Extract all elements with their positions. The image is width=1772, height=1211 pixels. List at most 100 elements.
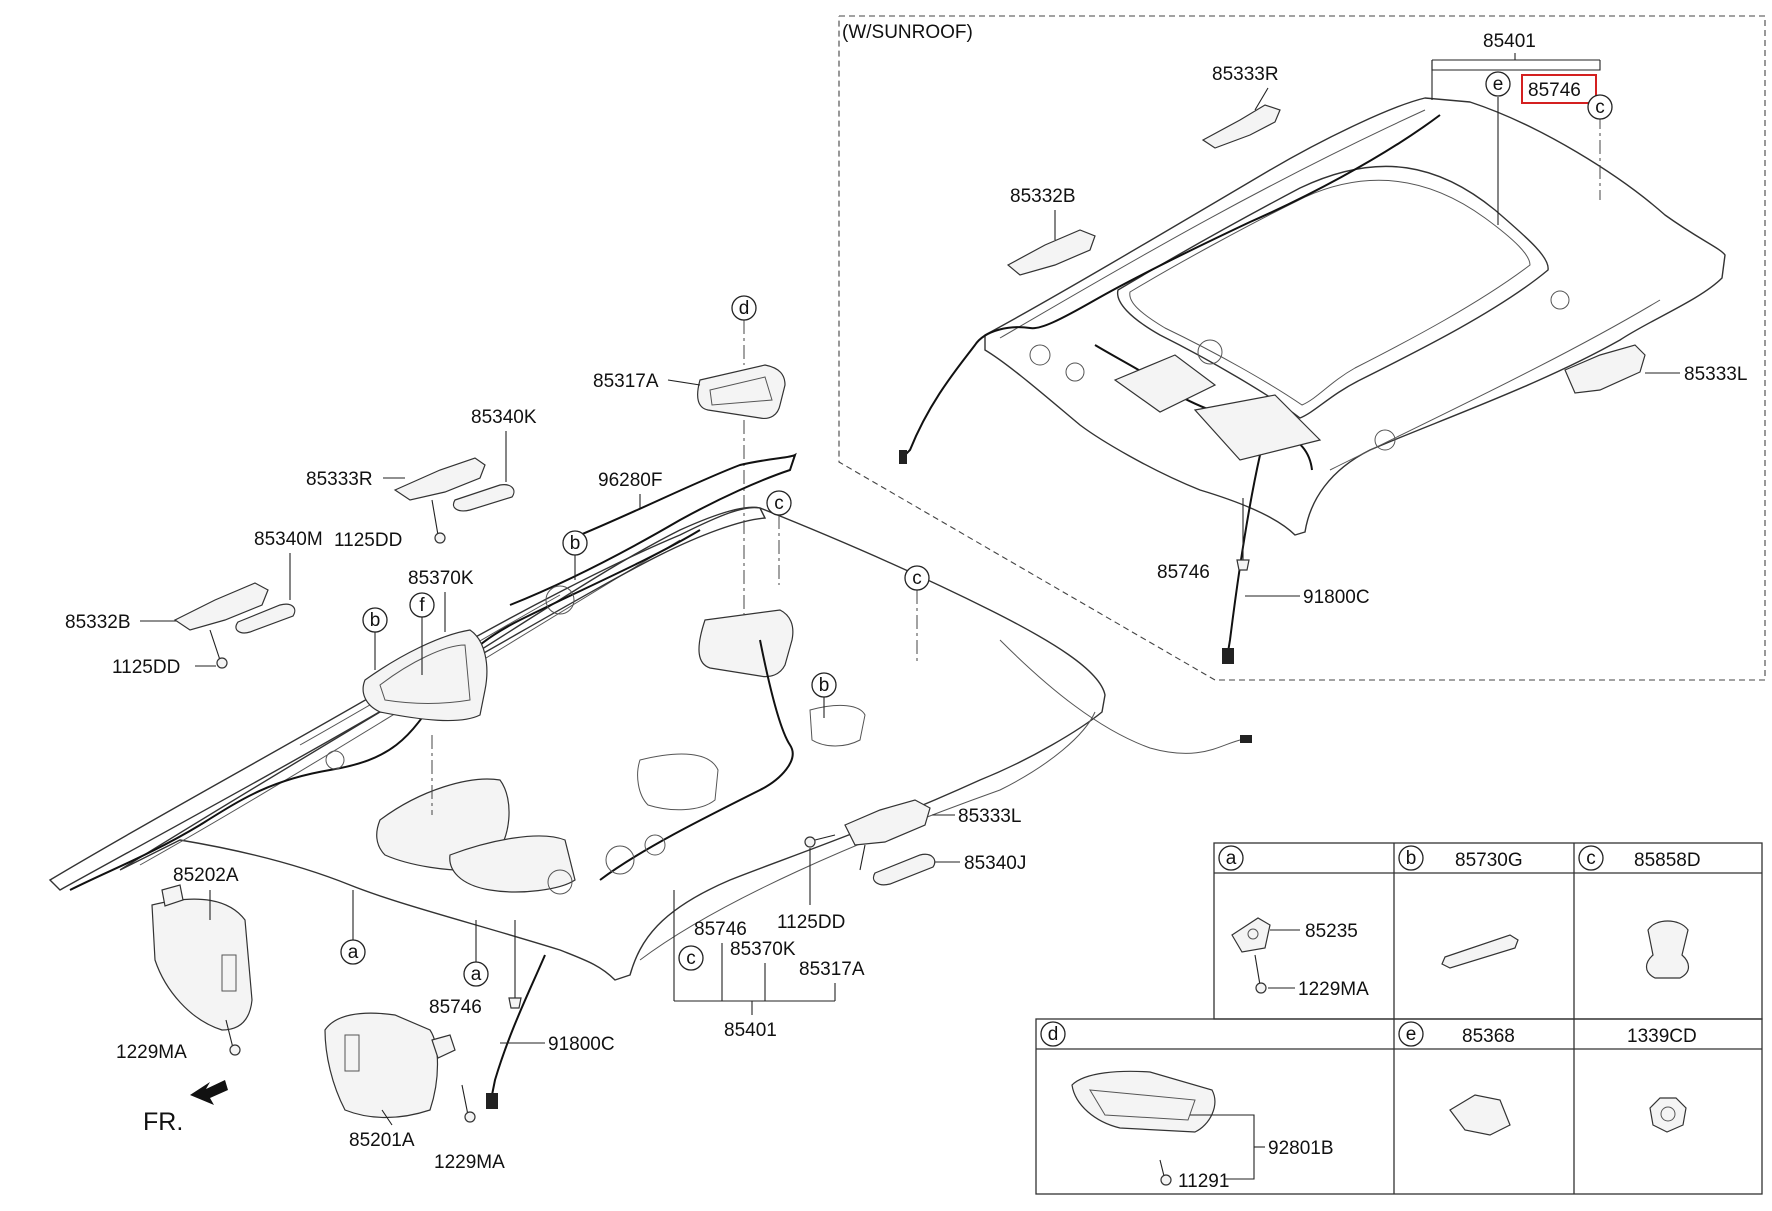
main-bolt-85332B-shaft — [209, 629, 221, 661]
main-callout-c1: c — [766, 490, 792, 516]
main-screw-left-shaft — [225, 1019, 234, 1049]
detail-part-85235-hole — [1247, 928, 1259, 940]
main-callout-b3: b — [811, 672, 837, 698]
main-cutout-b — [809, 704, 866, 747]
main-bolt-3-shaft — [814, 834, 836, 841]
svg-text:d: d — [739, 298, 750, 319]
main-cutout-5 — [644, 834, 666, 856]
detail-part-1339CD — [1649, 1097, 1687, 1133]
main-label-85332B: 85332B — [65, 612, 131, 633]
sunroof-opening — [1116, 165, 1549, 419]
main-part-85332B — [173, 582, 269, 631]
main-visor-right-mirror — [344, 1034, 360, 1072]
sunroof-wire-connector — [1222, 648, 1234, 664]
main-map-lamp-inner — [379, 644, 471, 704]
main-callout-f: f — [409, 592, 435, 618]
sunroof-inset: (W/SUNROOF) 85401 85746 e — [838, 15, 1766, 681]
svg-text:b: b — [570, 533, 581, 554]
main-label-85333L: 85333L — [958, 806, 1021, 827]
main-label-85340K: 85340K — [471, 407, 537, 428]
main-wire-96280F — [509, 452, 797, 606]
main-label-1125DD-3: 1125DD — [777, 912, 845, 933]
svg-text:c: c — [1586, 848, 1596, 869]
main-lead-85317A — [667, 379, 701, 386]
main-visor-right-mount — [431, 1034, 456, 1059]
main-label-91800C: 91800C — [548, 1034, 615, 1055]
detail-part-92801B — [1071, 1070, 1216, 1133]
main-cutout-4 — [605, 845, 635, 875]
main-side-rail — [48, 506, 767, 891]
main-rear-lamp-cutout — [449, 835, 576, 893]
sunroof-label-91800C: 91800C — [1303, 587, 1370, 608]
main-label-85370K: 85370K — [408, 568, 474, 589]
main-label-85746: 85746 — [429, 997, 482, 1018]
detail-cell-c-key: c — [1578, 845, 1604, 871]
sunroof-part-85746 — [1236, 559, 1250, 571]
main-bolt-85333R-shaft — [431, 499, 439, 536]
sunroof-cutout-5 — [1550, 290, 1570, 310]
main-visor-left-mount — [161, 884, 184, 907]
sunroof-callout-e: e — [1485, 71, 1511, 97]
svg-text:b: b — [370, 610, 381, 631]
main-bolt-3-head — [804, 836, 816, 848]
main-screw-right-head — [464, 1111, 476, 1123]
detail-cell-e-key: e — [1398, 1021, 1424, 1047]
sunroof-title: (W/SUNROOF) — [842, 22, 973, 43]
main-part-85340K — [452, 484, 515, 512]
main-map-lamp-85370K — [362, 629, 488, 722]
main-screw-left-head — [229, 1044, 241, 1056]
detail-cell-b-key: b — [1398, 845, 1424, 871]
main-wire-antenna — [999, 639, 1241, 754]
main-room-lamp-cutout — [698, 609, 794, 678]
main-cutout-2 — [325, 750, 345, 770]
sunroof-label-85401: 85401 — [1483, 31, 1536, 52]
sunroof-part-85332B — [1006, 229, 1096, 276]
main-callout-c3: c — [678, 945, 704, 971]
svg-text:a: a — [1226, 848, 1237, 869]
sunroof-label-85333R: 85333R — [1212, 64, 1279, 85]
sunroof-cutout-4 — [1374, 429, 1396, 451]
svg-text:e: e — [1493, 74, 1504, 95]
sunroof-part-85333L — [1564, 344, 1646, 394]
main-label-85317A: 85317A — [593, 371, 659, 392]
main-label-1229MA-left: 1229MA — [116, 1042, 187, 1063]
main-cutout-1 — [545, 585, 575, 615]
svg-text:a: a — [348, 942, 359, 963]
detail-label-1229MA: 1229MA — [1298, 979, 1369, 1000]
svg-text:b: b — [819, 675, 830, 696]
detail-label-11291: 11291 — [1178, 1171, 1229, 1192]
main-cutout-center — [637, 753, 719, 811]
sunroof-highlight-box[interactable] — [1521, 74, 1597, 104]
svg-text:e: e — [1406, 1024, 1417, 1045]
detail-screw-a-head — [1255, 982, 1267, 994]
sunroof-map-lamp-area — [1113, 354, 1217, 413]
main-callout-a2: a — [463, 961, 489, 987]
main-part-85333L — [844, 799, 931, 846]
detail-label-1339CD: 1339CD — [1627, 1026, 1697, 1047]
detail-label-85235: 85235 — [1305, 921, 1358, 942]
detail-table-lower-frame — [1035, 1018, 1763, 1195]
main-visor-left-mirror — [221, 954, 237, 992]
sunroof-label-85746-highlight[interactable]: 85746 — [1528, 80, 1581, 101]
main-headliner-front-edge — [639, 711, 1096, 961]
sunroof-cutout-1 — [1197, 339, 1223, 365]
detail-screw-a-shaft — [1254, 954, 1261, 986]
svg-text:f: f — [419, 595, 425, 616]
detail-label-85858D: 85858D — [1634, 850, 1701, 871]
sunroof-bracket-85401 — [1431, 60, 1601, 71]
main-label-85201A: 85201A — [349, 1130, 415, 1151]
sunroof-headliner-front-edge — [1329, 299, 1661, 471]
main-screw-right-shaft — [461, 1084, 469, 1116]
sunroof-wire-harness — [904, 114, 1441, 456]
main-lead-85333L-bolt — [859, 844, 866, 871]
sunroof-part-85333R — [1201, 104, 1281, 149]
main-room-lamp-85317A — [697, 364, 786, 420]
main-label-1229MA-right: 1229MA — [434, 1152, 505, 1173]
main-room-lamp-inner — [709, 376, 773, 406]
sunroof-lead-85333R — [1254, 87, 1269, 111]
sunroof-dashed-frame — [838, 15, 1766, 681]
sunroof-cutout-2 — [1029, 344, 1051, 366]
detail-part-1339CD-hole — [1660, 1106, 1676, 1122]
svg-text:c: c — [686, 948, 696, 969]
